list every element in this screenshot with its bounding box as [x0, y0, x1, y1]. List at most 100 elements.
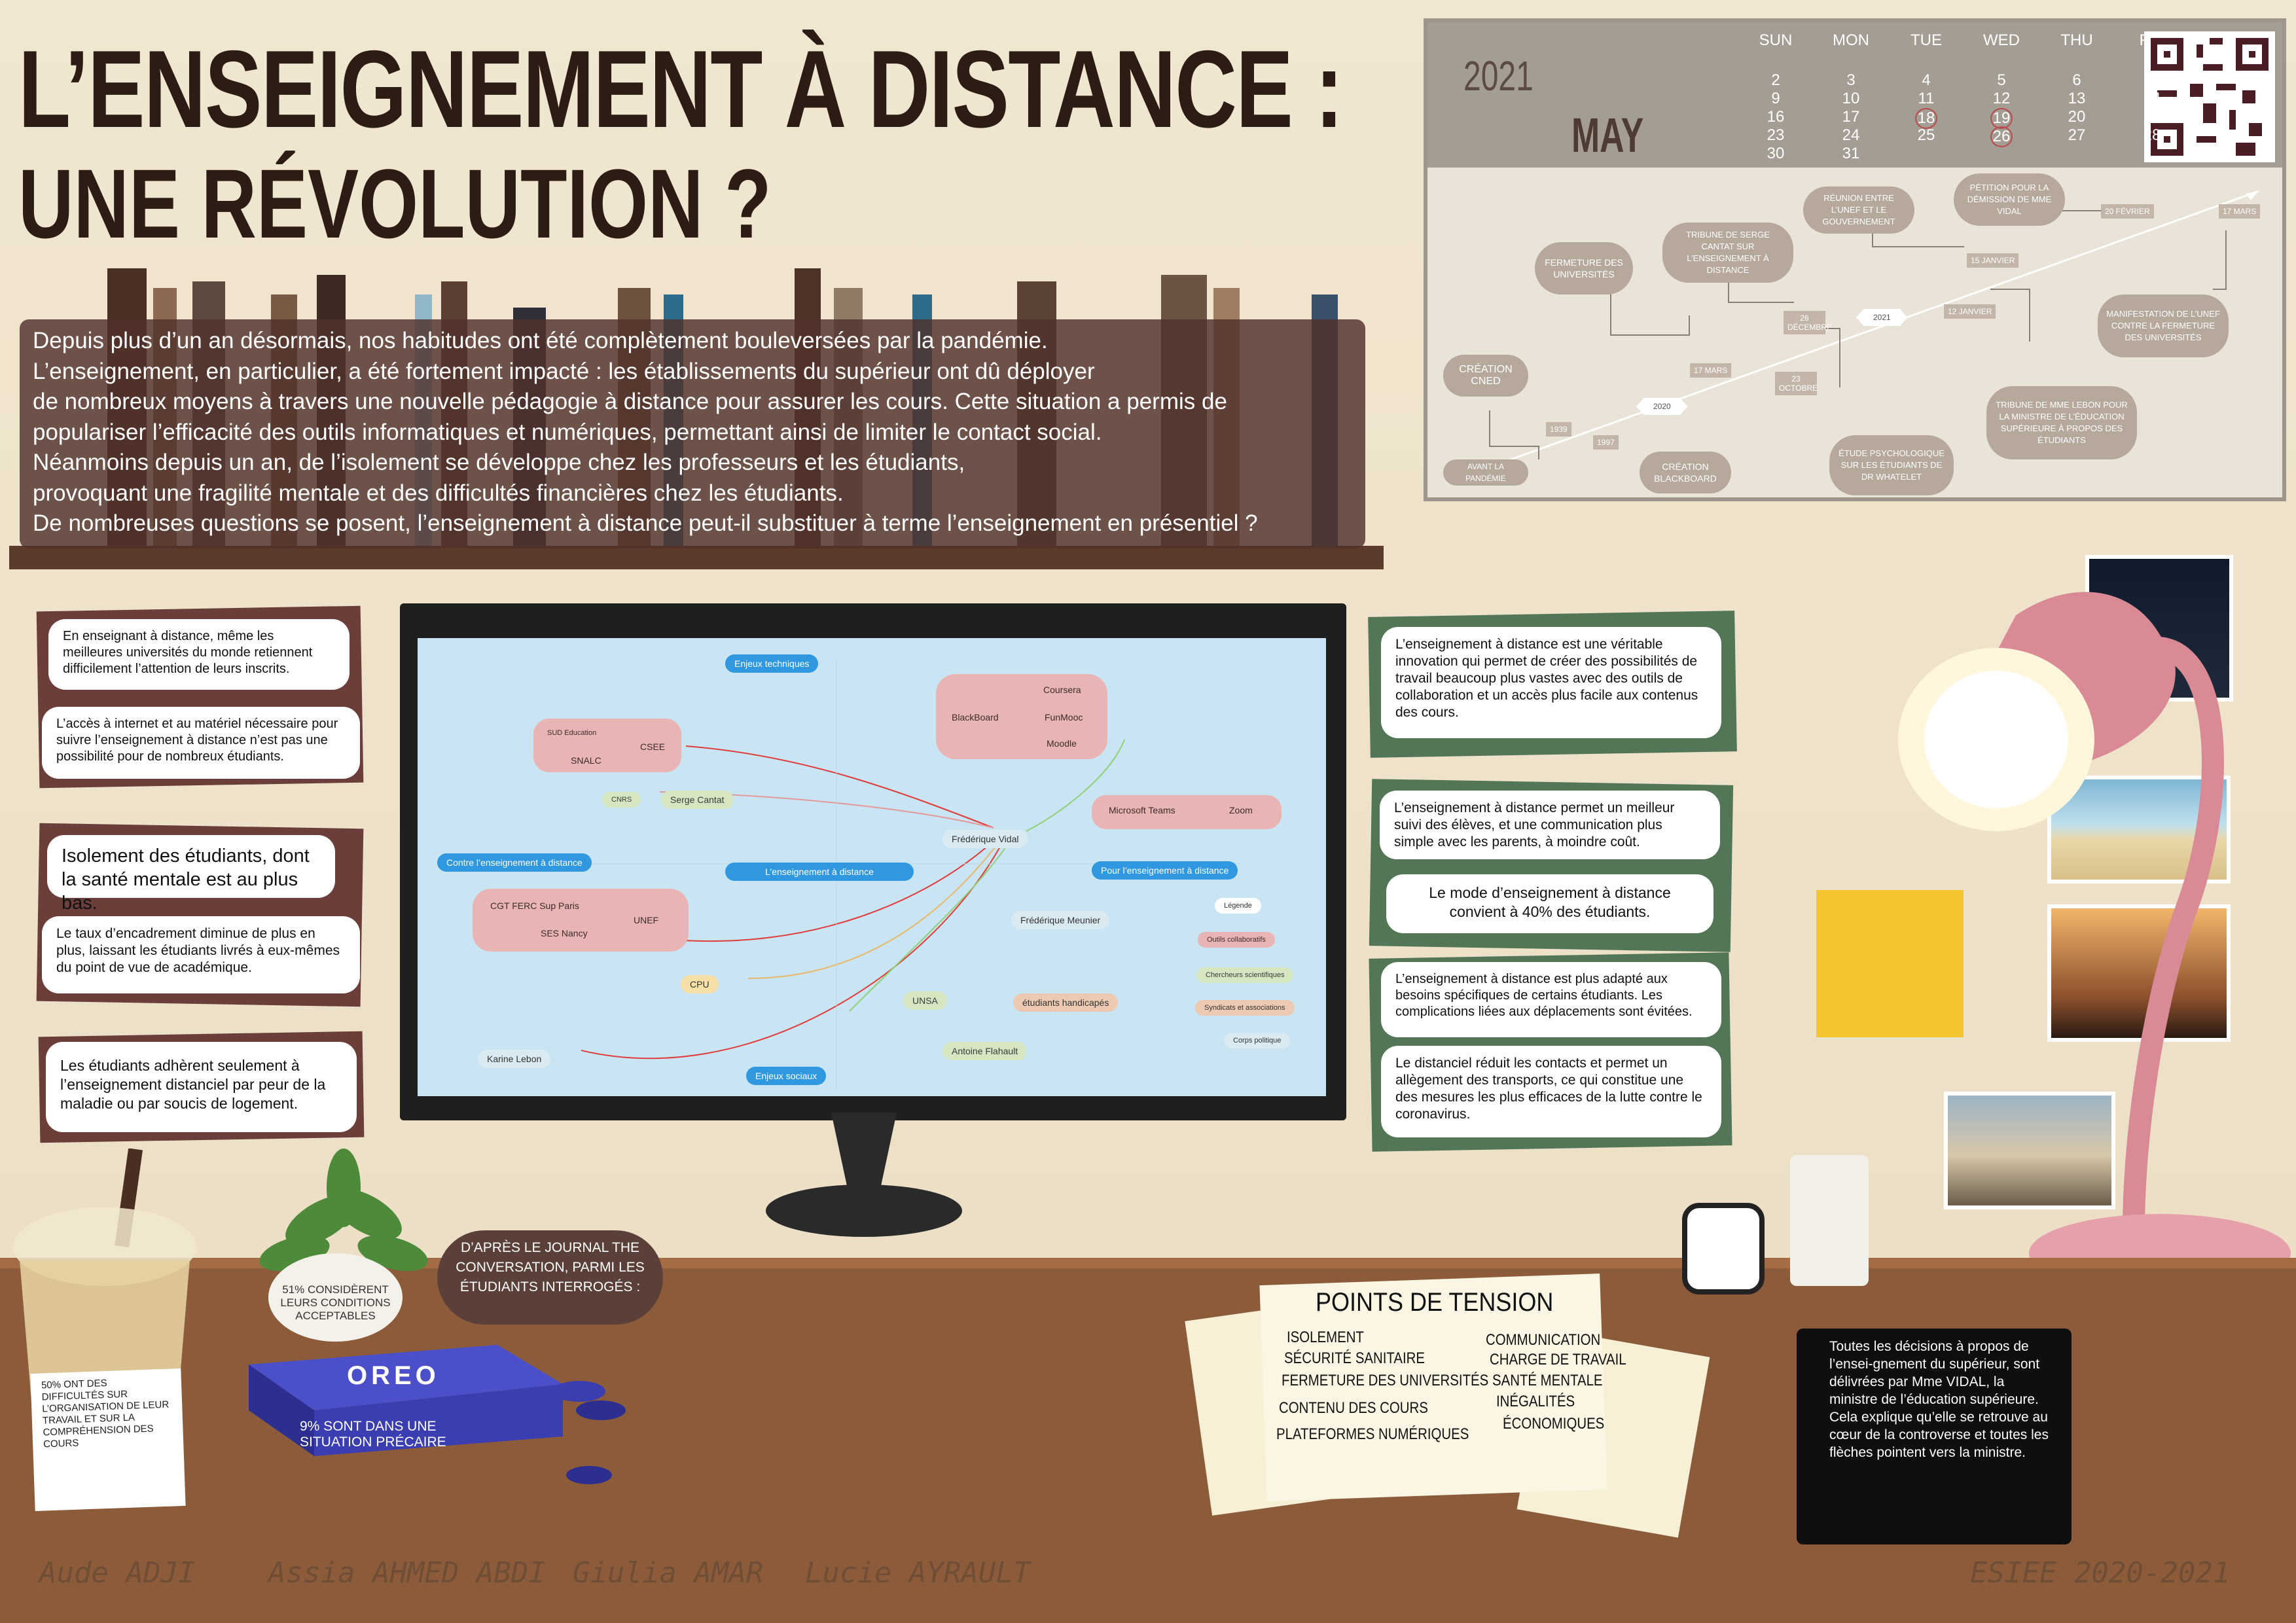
- oreo-box: [249, 1345, 563, 1456]
- mindmap-tool[interactable]: FunMooc: [1035, 708, 1092, 726]
- mindmap-actor[interactable]: CPU: [681, 975, 719, 993]
- author-signature: Assia AHMED ABDI: [268, 1556, 546, 1590]
- author-signature: Giulia AMAR: [573, 1556, 764, 1590]
- wall-photo-book-cover: [1816, 890, 1964, 1037]
- mindmap-tool[interactable]: Microsoft Teams: [1100, 801, 1185, 819]
- argument-card: En enseignant à distance, même les meill…: [48, 619, 350, 690]
- cup-label: 50% ONT DES DIFFICULTÉS SUR L’ORGANISATI…: [30, 1368, 186, 1511]
- mindmap-actor[interactable]: UNSA: [903, 991, 947, 1010]
- calendar-day-label: WED: [1983, 31, 2020, 49]
- mindmap-tool[interactable]: BlackBoard: [942, 708, 1008, 726]
- argument-card: L’accès à internet et au matériel nécess…: [42, 707, 360, 779]
- timeline-date: 26 DÉCEMBRE: [1784, 311, 1832, 334]
- pencil-holder: [1790, 1155, 1869, 1286]
- mindmap-actor[interactable]: CSEE: [631, 738, 675, 756]
- argument-card: Le mode d’enseignement à distance convie…: [1386, 874, 1713, 933]
- timeline-date: 17 MARS: [2219, 204, 2261, 219]
- wall-photo-mountains: [1944, 1092, 2115, 1209]
- mindmap-vidal[interactable]: Frédérique Vidal: [942, 830, 1028, 848]
- mindmap-branch[interactable]: Enjeux techniques: [725, 654, 819, 673]
- tension-item: ÉCONOMIQUES: [1503, 1415, 1605, 1433]
- tension-item: INÉGALITÉS: [1496, 1393, 1575, 1410]
- timeline-node: RÉUNION ENTRE L’UNEF ET LE GOUVERNEMENT: [1803, 187, 1914, 234]
- mindmap-center[interactable]: L’enseignement à distance: [725, 863, 914, 881]
- mindmap-actor[interactable]: Karine Lebon: [478, 1050, 551, 1068]
- calendar-date: 31: [1842, 145, 1860, 162]
- mindmap-tool[interactable]: Moodle: [1037, 734, 1086, 753]
- calendar-date: 24: [1842, 126, 1860, 144]
- calendar-date: 2: [1771, 71, 1780, 89]
- calendar-year: 2021: [1463, 52, 1534, 99]
- tension-title: POINTS DE TENSION: [1316, 1288, 1554, 1317]
- calendar-date: 5: [1997, 71, 2006, 89]
- argument-card: Le distanciel réduit les contacts et per…: [1381, 1046, 1721, 1137]
- author-signature: Aude ADJI: [39, 1556, 196, 1590]
- mindmap-tool[interactable]: Zoom: [1220, 801, 1262, 819]
- mindmap-actor[interactable]: Serge Cantat: [661, 791, 734, 809]
- calendar-date: 14: [2143, 90, 2161, 107]
- mindmap-actor[interactable]: CNRS: [602, 792, 641, 808]
- timeline-date: 2021: [1856, 309, 1908, 326]
- calendar-date: 23: [1767, 126, 1785, 144]
- calendar-date: 13: [2068, 90, 2086, 107]
- cookie-icon: [576, 1400, 626, 1420]
- timeline-node: ÉTUDE PSYCHOLOGIQUE SUR LES ÉTUDIANTS DE…: [1829, 435, 1954, 495]
- tension-item: SANTÉ MENTALE: [1492, 1372, 1603, 1389]
- timeline-node: CRÉATION CNED: [1443, 355, 1528, 397]
- calendar-day-label: TUE: [1910, 31, 1942, 49]
- mindmap-branch[interactable]: Contre l’enseignement à distance: [437, 853, 592, 872]
- intro-line: de nombreux moyens à travers une nouvell…: [33, 389, 1227, 414]
- argument-card: Le taux d’encadrement diminue de plus en…: [42, 916, 360, 993]
- mindmap-legend-item: Chercheurs scientifiques: [1196, 967, 1294, 983]
- calendar-month: MAY: [1571, 108, 1644, 162]
- calendar-day-label: SUN: [1759, 31, 1793, 49]
- timeline-node: PÉTITION POUR LA DÉMISSION DE MME VIDAL: [1954, 173, 2065, 226]
- tension-item: ISOLEMENT: [1287, 1329, 1364, 1346]
- intro-text-box: Depuis plus d’un an désormais, nos habit…: [20, 319, 1365, 548]
- tension-item: COMMUNICATION: [1486, 1331, 1601, 1349]
- school-signature: ESIEE 2020-2021: [1970, 1556, 2231, 1590]
- intro-line: Depuis plus d’un an désormais, nos habit…: [33, 328, 1048, 353]
- mindmap-actor[interactable]: CGT FERC Sup Paris: [481, 897, 588, 915]
- tension-item: CHARGE DE TRAVAIL: [1490, 1351, 1626, 1368]
- timeline-node: FERMETURE DES UNIVERSITÉS: [1535, 242, 1633, 294]
- timeline-date: 17 MARS: [1690, 363, 1732, 378]
- mindmap-actor[interactable]: Antoine Flahault: [942, 1042, 1028, 1060]
- argument-card: L’enseignement à distance est une vérita…: [1381, 627, 1721, 738]
- mindmap-tool[interactable]: Coursera: [1034, 681, 1090, 699]
- calendar-date: 10: [1842, 90, 1860, 107]
- calendar-date: 30: [1767, 145, 1785, 162]
- argument-card: L’enseignement à distance permet un meil…: [1380, 791, 1720, 859]
- calendar-date: 6: [2072, 71, 2081, 89]
- calendar-day-label: MON: [1833, 31, 1869, 49]
- qr-code-icon[interactable]: [2144, 31, 2275, 162]
- timeline-date: 12 JANVIER: [1944, 304, 1996, 319]
- tension-item: PLATEFORMES NUMÉRIQUES: [1276, 1425, 1469, 1443]
- calendar-date: 9: [1771, 90, 1780, 107]
- intro-line: De nombreuses questions se posent, l’ens…: [33, 510, 1258, 536]
- mindmap-actor[interactable]: SNALC: [562, 751, 611, 770]
- intro-line: populariser l’efficacité des outils info…: [33, 419, 1102, 445]
- mindmap-actor[interactable]: SUD Education: [538, 725, 606, 741]
- mindmap-actor[interactable]: UNEF: [624, 911, 668, 929]
- argument-card: L’enseignement à distance est plus adapt…: [1381, 962, 1721, 1037]
- mindmap-actor[interactable]: Frédérique Meunier: [1011, 911, 1110, 929]
- mindmap-legend-item: Syndicats et associations: [1195, 1000, 1295, 1016]
- poster-title-line1: L’ENSEIGNEMENT À DISTANCE :: [18, 27, 1344, 151]
- mindmap-legend-title: Légende: [1215, 898, 1261, 914]
- mindmap-actor[interactable]: étudiants handicapés: [1013, 993, 1119, 1012]
- calendar-date: 19: [1990, 108, 2013, 129]
- author-signature: Lucie AYRAULT: [805, 1556, 1031, 1590]
- cookie-icon: [566, 1466, 612, 1484]
- calendar-date: 27: [2068, 126, 2086, 144]
- intro-line: provoquant une fragilité mentale et des …: [33, 480, 844, 506]
- timeline-date: 20 FÉVRIER: [2101, 204, 2154, 219]
- timeline-node: MANIFESTATION DE L’UNEF CONTRE LA FERMET…: [2098, 294, 2229, 357]
- calendar-date: 26: [1990, 126, 2013, 147]
- mindmap-branch[interactable]: Enjeux sociaux: [746, 1067, 827, 1085]
- calendar-date: 17: [1842, 108, 1860, 126]
- wall-photo-sunset: [2047, 904, 2231, 1042]
- calendar-header: 2021 MAY SUN MON TUE WED THU FRI 2916233…: [1427, 22, 2282, 168]
- mindmap-branch[interactable]: Pour l’enseignement à distance: [1092, 861, 1238, 880]
- mindmap-actor[interactable]: SES Nancy: [531, 924, 597, 942]
